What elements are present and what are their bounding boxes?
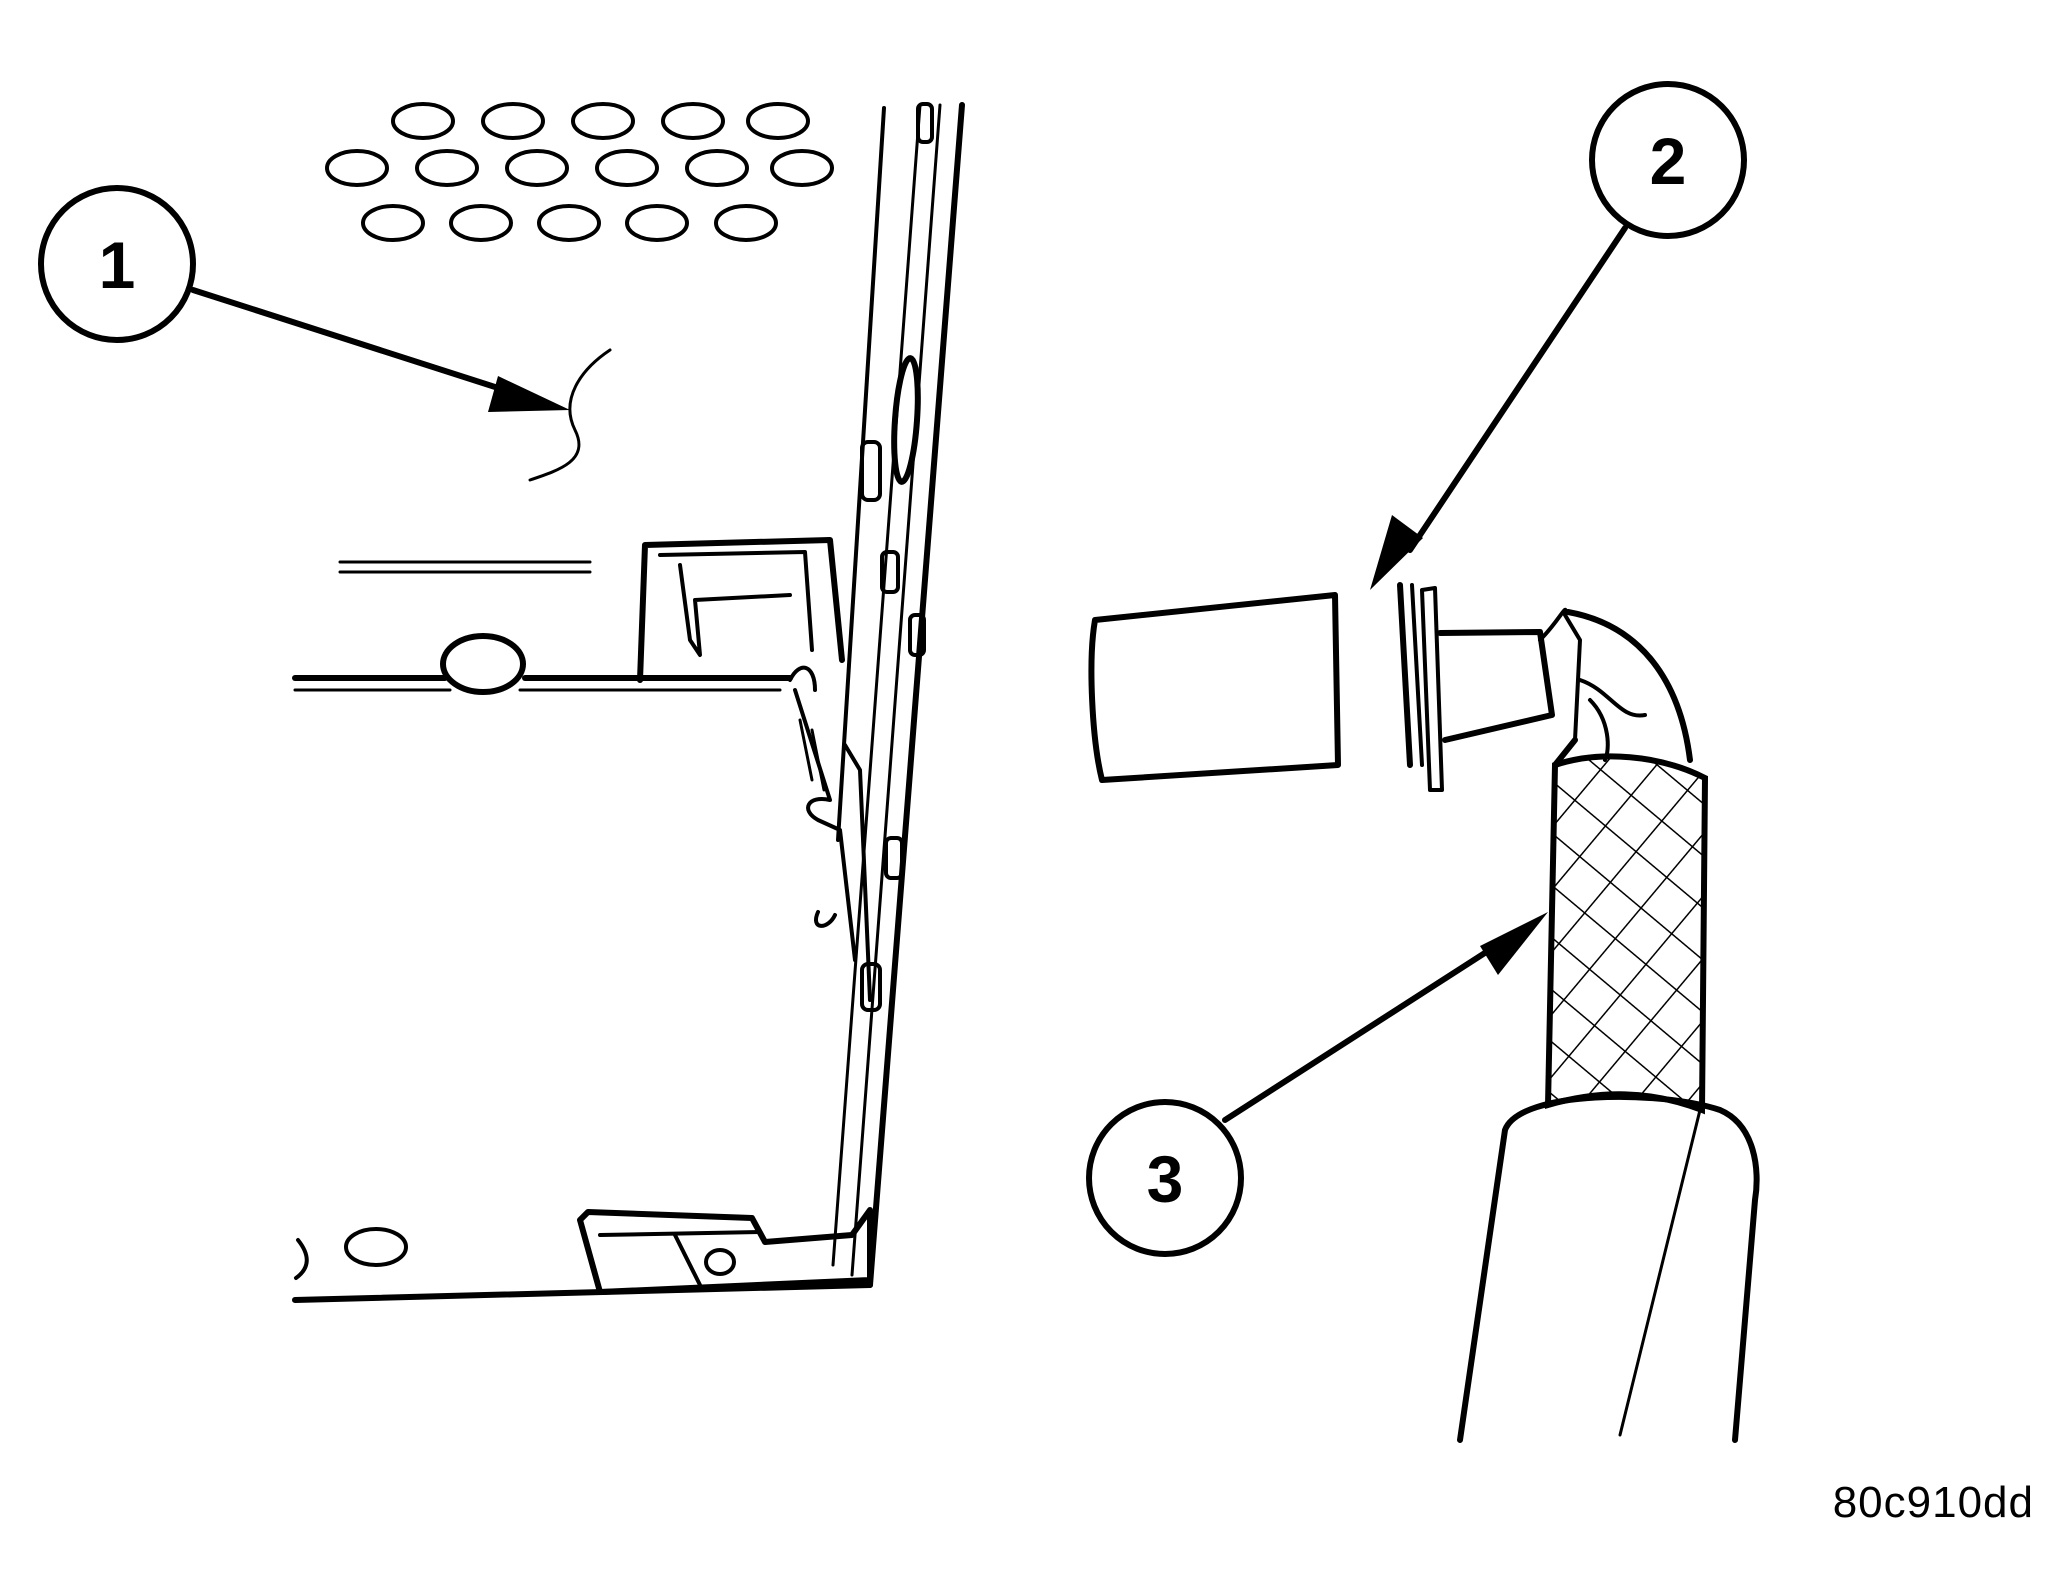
callout-3: 3: [1086, 1099, 1244, 1257]
braided-sleeve: [1544, 753, 1709, 1115]
figure-code: 80c910dd: [1832, 1478, 2034, 1527]
svg-text:3: 3: [1147, 1142, 1184, 1216]
foot-bracket: [294, 1207, 873, 1295]
svg-text:1: 1: [99, 228, 136, 302]
arrow-2: [1370, 225, 1628, 590]
arrow-1: [190, 287, 570, 412]
trim-lines: [292, 560, 873, 1303]
arrow-3: [1222, 912, 1548, 1123]
trim-plug: [440, 633, 526, 695]
callout-2: 2: [1589, 81, 1747, 239]
outer-tube: [1457, 1093, 1760, 1443]
fiber-squiggle: [528, 348, 612, 482]
housing-panel: [292, 102, 965, 1303]
wire-harness: [1457, 753, 1760, 1443]
svg-text:2: 2: [1650, 124, 1687, 198]
vent-holes: [325, 102, 834, 242]
callout-1: 1: [38, 185, 196, 343]
connector-body: [1088, 592, 1341, 783]
retaining-clip: [637, 537, 872, 1002]
side-rail: [831, 102, 965, 1288]
